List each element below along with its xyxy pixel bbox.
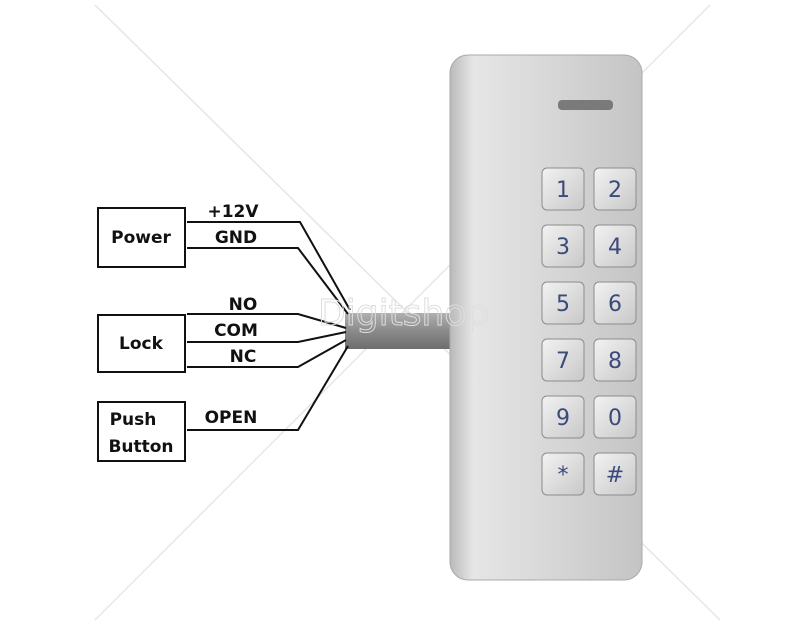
key-button[interactable] — [593, 224, 637, 268]
push-label: Push — [110, 410, 157, 430]
wire-label-com: COM — [214, 321, 258, 341]
power-box — [97, 207, 186, 268]
lock-label: Lock — [119, 334, 164, 354]
wire-com — [187, 331, 347, 343]
key-button[interactable] — [593, 395, 637, 439]
wire-open — [187, 345, 349, 431]
wire-nc — [187, 339, 347, 368]
key-button[interactable] — [541, 338, 585, 382]
key-label: # — [606, 463, 624, 488]
key-button[interactable] — [541, 281, 585, 325]
lock-box — [97, 314, 186, 373]
button-label: Button — [108, 437, 173, 457]
wire-label-nc: NC — [230, 347, 257, 367]
key-label: 9 — [556, 406, 570, 431]
wire-label-12v: +12V — [207, 202, 259, 222]
wires — [187, 221, 351, 431]
key-label: 3 — [556, 235, 570, 260]
push-button-box — [97, 401, 186, 462]
wire-gnd — [187, 247, 349, 315]
key-button[interactable] — [541, 224, 585, 268]
key-label: * — [558, 463, 569, 488]
key-label: 5 — [556, 292, 570, 317]
key-label: 1 — [556, 178, 570, 203]
keypad-device: 1 2 3 4 5 6 7 8 9 0 * # — [449, 54, 643, 581]
cable — [345, 313, 455, 349]
wire-12v — [187, 221, 351, 311]
key-label: 6 — [608, 292, 622, 317]
watermark-text: Digitshop — [318, 293, 489, 334]
wire-no — [187, 313, 347, 329]
key-label: 8 — [608, 349, 622, 374]
power-label: Power — [111, 228, 171, 248]
key-button[interactable] — [541, 167, 585, 211]
key-button[interactable] — [593, 281, 637, 325]
key-button[interactable] — [593, 338, 637, 382]
key-button[interactable] — [541, 395, 585, 439]
wire-label-no: NO — [229, 295, 258, 315]
key-label: 4 — [608, 235, 622, 260]
wire-label-open: OPEN — [205, 408, 258, 428]
key-button[interactable] — [593, 167, 637, 211]
wire-label-gnd: GND — [215, 228, 257, 248]
key-button[interactable] — [541, 452, 585, 496]
key-label: 2 — [608, 178, 622, 203]
key-button[interactable] — [593, 452, 637, 496]
indicator-slot — [558, 100, 613, 110]
key-label: 0 — [608, 406, 622, 431]
key-label: 7 — [556, 349, 570, 374]
